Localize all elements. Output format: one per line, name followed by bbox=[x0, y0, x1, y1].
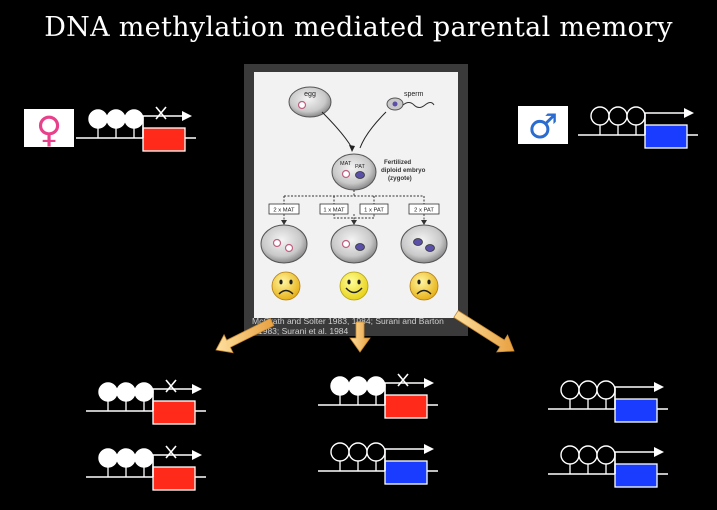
arrow-to-mixed-offspring bbox=[349, 321, 371, 353]
methylated-cpg-icon bbox=[134, 382, 154, 402]
blocked-transcription-icon bbox=[165, 379, 177, 393]
unmethylated-cpg-icon bbox=[366, 442, 386, 462]
transcription-arrow-icon bbox=[684, 108, 694, 118]
happy-face-icon bbox=[339, 271, 369, 301]
methylated-cpg-icon bbox=[106, 109, 126, 129]
egg-cell: egg bbox=[288, 86, 332, 118]
figure-panel: egg sperm MAT bbox=[254, 72, 458, 318]
svg-text:1 x PAT: 1 x PAT bbox=[364, 208, 384, 214]
unmethylated-cpg-icon bbox=[560, 445, 580, 465]
unmethylated-cpg-icon bbox=[626, 106, 646, 126]
female-symbol-box: ♀ bbox=[24, 109, 74, 151]
offspring-paternal-paternal-allele-1 bbox=[548, 380, 668, 423]
pronuclear-transplant-figure: egg sperm MAT bbox=[244, 64, 468, 336]
zygote-caption-3: (zygote) bbox=[388, 175, 412, 182]
citation-line-2: 1983; Surani et al. 1984 bbox=[258, 326, 349, 336]
methylated-cpg-icon bbox=[348, 376, 368, 396]
methylated-cpg-icon bbox=[330, 376, 350, 396]
unmethylated-cpg-icon bbox=[348, 442, 368, 462]
silenced-gene bbox=[384, 394, 428, 419]
svg-text:2 x PAT: 2 x PAT bbox=[414, 208, 434, 214]
arrow-to-maternal-offspring bbox=[215, 317, 275, 354]
sperm-cell: sperm bbox=[386, 91, 435, 111]
offspring-maternal-paternal-allele-1 bbox=[318, 373, 438, 419]
methylated-cpg-icon bbox=[116, 382, 136, 402]
citation-line-1: McGrath and Solter 1983, 1984; Surani an… bbox=[252, 316, 444, 326]
embryo-1xmat-1xpat bbox=[330, 224, 378, 264]
sperm-label: sperm bbox=[404, 91, 424, 98]
blocked-transcription-icon bbox=[397, 373, 409, 387]
expressed-gene bbox=[614, 463, 658, 488]
methylated-cpg-icon bbox=[366, 376, 386, 396]
svg-text:1 x MAT: 1 x MAT bbox=[323, 208, 345, 214]
sad-face-icon bbox=[271, 271, 301, 301]
figure-citation: McGrath and Solter 1983, 1984; Surani an… bbox=[252, 316, 466, 336]
silenced-gene bbox=[152, 400, 196, 425]
offspring-maternal-maternal-allele-2 bbox=[86, 445, 206, 491]
figure-svg: egg sperm MAT bbox=[260, 86, 448, 301]
egg-label: egg bbox=[304, 91, 316, 98]
branch-label-1xpat: 1 x PAT bbox=[359, 203, 389, 215]
unmethylated-cpg-icon bbox=[596, 380, 616, 400]
svg-text:♂: ♂ bbox=[528, 107, 558, 144]
transcription-arrow-icon bbox=[654, 447, 664, 457]
methylated-cpg-icon bbox=[98, 382, 118, 402]
silenced-gene bbox=[152, 466, 196, 491]
transcription-arrow-icon bbox=[424, 378, 434, 388]
unmethylated-cpg-icon bbox=[330, 442, 350, 462]
pat-label: PAT bbox=[355, 164, 366, 170]
blocked-transcription-icon bbox=[165, 445, 177, 459]
blocked-transcription-icon bbox=[155, 106, 167, 120]
methylated-cpg-icon bbox=[124, 109, 144, 129]
unmethylated-cpg-icon bbox=[608, 106, 628, 126]
embryo-2xpat bbox=[400, 224, 448, 264]
zygote-caption-2: diploid embryo bbox=[381, 167, 426, 174]
slide-title: DNA methylation mediated parental memory bbox=[44, 12, 673, 43]
offspring-paternal-paternal-allele-2 bbox=[548, 445, 668, 488]
silenced-gene bbox=[142, 127, 186, 152]
male-symbol-box: ♂ bbox=[518, 106, 568, 147]
methylated-cpg-icon bbox=[116, 448, 136, 468]
unmethylated-cpg-icon bbox=[578, 445, 598, 465]
embryo-2xmat bbox=[260, 224, 308, 264]
male-symbol-icon: ♂ bbox=[528, 107, 558, 147]
methylated-cpg-icon bbox=[98, 448, 118, 468]
methylated-cpg-icon bbox=[88, 109, 108, 129]
arrow-to-paternal-offspring bbox=[453, 310, 515, 353]
unmethylated-cpg-icon bbox=[578, 380, 598, 400]
expressed-gene bbox=[614, 398, 658, 423]
methylated-cpg-icon bbox=[134, 448, 154, 468]
svg-text:♀: ♀ bbox=[36, 110, 62, 147]
unmethylated-cpg-icon bbox=[590, 106, 610, 126]
transcription-arrow-icon bbox=[182, 111, 192, 121]
transcription-arrow-icon bbox=[654, 382, 664, 392]
expressed-gene bbox=[644, 124, 688, 149]
female-parent-construct bbox=[76, 106, 196, 152]
transcription-arrow-icon bbox=[192, 384, 202, 394]
zygote: MAT PAT bbox=[331, 153, 377, 191]
sad-face-icon bbox=[409, 271, 439, 301]
offspring-maternal-paternal-allele-2 bbox=[318, 442, 438, 485]
mat-label: MAT bbox=[340, 161, 352, 167]
svg-text:2 x MAT: 2 x MAT bbox=[273, 208, 295, 214]
unmethylated-cpg-icon bbox=[560, 380, 580, 400]
offspring-maternal-maternal-allele-1 bbox=[86, 379, 206, 425]
transcription-arrow-icon bbox=[192, 450, 202, 460]
male-parent-construct bbox=[578, 106, 698, 149]
zygote-caption-1: Fertilized bbox=[384, 159, 411, 166]
transcription-arrow-icon bbox=[424, 444, 434, 454]
expressed-gene bbox=[384, 460, 428, 485]
female-symbol-icon: ♀ bbox=[36, 110, 62, 151]
unmethylated-cpg-icon bbox=[596, 445, 616, 465]
